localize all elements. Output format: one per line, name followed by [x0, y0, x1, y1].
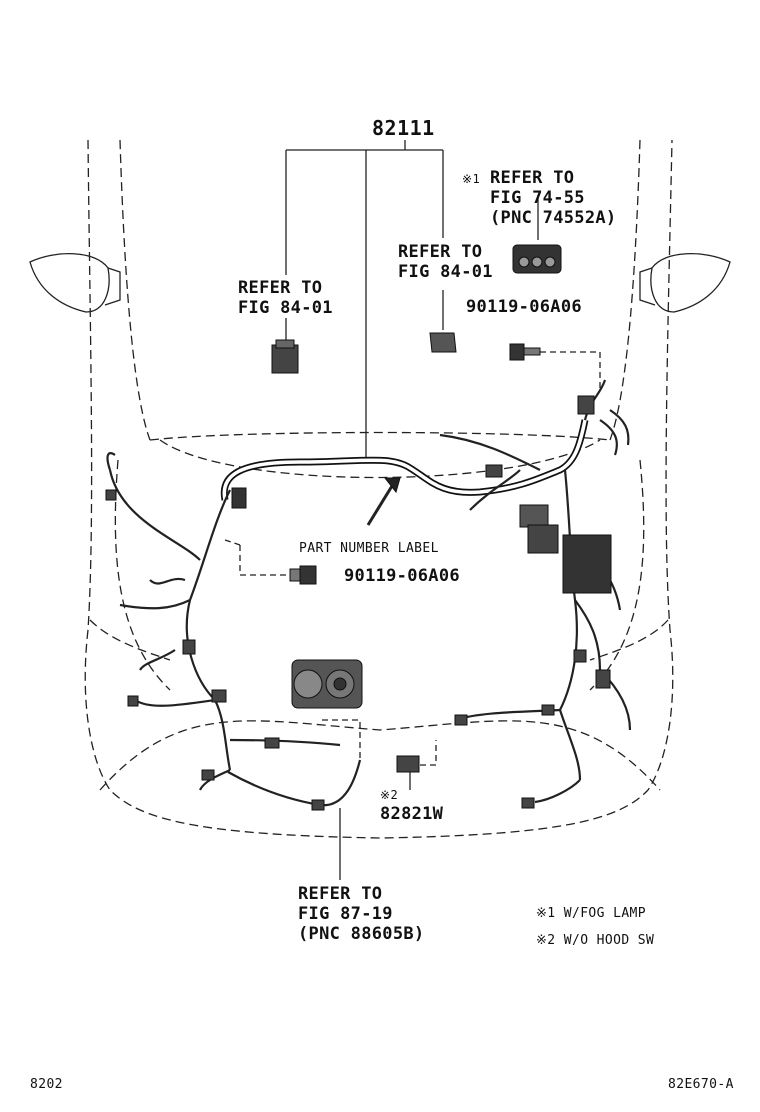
ref-bottom-line-1: REFER TO [298, 884, 383, 904]
ref-bottom-line-3: (PNC 88605B) [298, 924, 425, 944]
ref-fog-line-1: REFER TO [490, 168, 575, 188]
vehicle-outline [84, 139, 674, 839]
main-part-label: 82111 [372, 116, 435, 140]
left-mirror [29, 253, 110, 313]
ref-fog-line-3: (PNC 74552A) [490, 208, 617, 228]
figure-code: 82E670-A [668, 1077, 734, 1092]
clip-center [429, 332, 457, 353]
hood-switch-connector [396, 755, 420, 773]
page-number: 8202 [30, 1077, 63, 1092]
ref-fog-mark: ※1 [462, 172, 481, 186]
hood-sw-mark: ※2 [380, 788, 399, 802]
compressor [291, 659, 363, 709]
note-fog-lamp: ※1 W/FOG LAMP [536, 906, 647, 921]
ref-bottom-line-2: FIG 87-19 [298, 904, 393, 924]
bolt-top [509, 343, 541, 361]
clip-left [271, 339, 299, 374]
ref-fog-label: REFER TO FIG 74-55 (PNC 74552A) [490, 168, 616, 228]
ref-left-line-1: REFER TO [238, 278, 323, 298]
fog-connector [512, 244, 562, 274]
ref-center-line-2: FIG 84-01 [398, 262, 493, 282]
right-mirror [650, 253, 731, 313]
ref-center-label: REFER TO FIG 84-01 [398, 242, 493, 282]
ref-bottom-label: REFER TO FIG 87-19 (PNC 88605B) [298, 884, 424, 944]
bolt-top-label: 90119-06A06 [466, 297, 582, 317]
ref-left-line-2: FIG 84-01 [238, 298, 333, 318]
ref-left-label: REFER TO FIG 84-01 [238, 278, 333, 318]
hood-sw-part-label: 82821W [380, 804, 444, 824]
ref-fog-line-2: FIG 74-55 [490, 188, 585, 208]
ref-center-line-1: REFER TO [398, 242, 483, 262]
relay-box [519, 504, 612, 594]
part-number-label-text: PART NUMBER LABEL [299, 541, 439, 556]
bolt-mid [289, 565, 317, 585]
leader-82111 [285, 140, 444, 460]
note-hood-sw: ※2 W/O HOOD SW [536, 933, 655, 948]
bolt-mid-label: 90119-06A06 [344, 566, 460, 586]
